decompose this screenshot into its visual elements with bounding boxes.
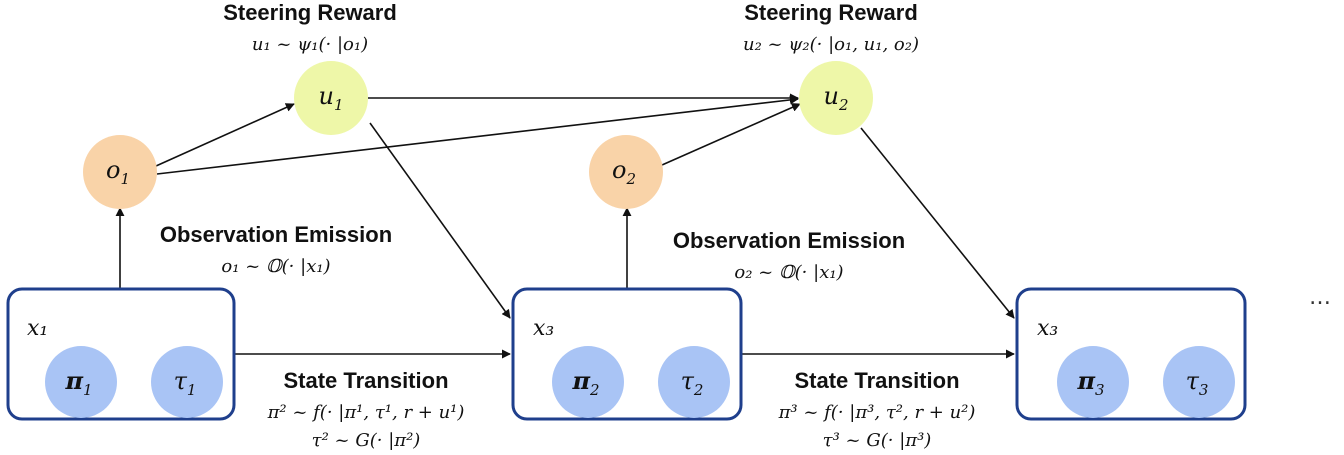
observation-node-1: o1 <box>83 135 157 209</box>
transition-1-title: State Transition <box>283 368 448 393</box>
tau-node-1-circle <box>151 346 223 418</box>
tau-node-3-circle <box>1163 346 1235 418</box>
transition-2-formula-tau: τ³ ~ G(· |π³) <box>823 430 932 451</box>
reward-node-1: u1 <box>294 61 368 135</box>
tau-node-1-label: τ1 <box>174 367 197 399</box>
state-box-2-label: x₃ <box>533 316 554 341</box>
tau-node-2-label: τ2 <box>681 367 704 399</box>
edge-o2-to-u2 <box>661 103 801 166</box>
state-box-3-label: x₃ <box>1037 316 1058 341</box>
observation-node-1-circle <box>83 135 157 209</box>
transition-2-title: State Transition <box>794 368 959 393</box>
observation-node-1-label: o1 <box>106 156 130 188</box>
reward-node-2-circle <box>799 61 873 135</box>
reward-node-2: u2 <box>799 61 873 135</box>
reward-2-formula: u₂ ~ ψ₂(· |o₁, u₁, o₂) <box>743 34 919 55</box>
transition-1-formula-pi: π² ~ f(· |π¹, τ¹, r + u¹) <box>267 402 465 423</box>
observation-node-2-label: o2 <box>612 156 636 188</box>
reward-node-1-label: u1 <box>318 82 343 114</box>
reward-1-formula: u₁ ~ ψ₁(· |o₁) <box>252 34 368 55</box>
reward-1-title: Steering Reward <box>223 0 397 25</box>
reward-2-title: Steering Reward <box>744 0 918 25</box>
state-box-1-label: x₁ <box>27 316 48 341</box>
policy-node-3-label: π3 <box>1076 366 1104 399</box>
edge-u2-to-x3b <box>860 127 1015 319</box>
policy-node-2-label: π2 <box>571 366 599 399</box>
policy-node-2-circle <box>552 346 624 418</box>
edge-o1-to-u2 <box>156 95 799 175</box>
state-box-2: x₃ π2 τ2 <box>511 287 743 421</box>
observation-1-title: Observation Emission <box>160 222 392 247</box>
observation-2-formula: o₂ ~ 𝕆(· |x₁) <box>734 262 843 283</box>
edge-u1-to-x3 <box>369 122 511 319</box>
tau-node-2-circle <box>658 346 730 418</box>
observation-node-2: o2 <box>589 135 663 209</box>
reward-node-2-label: u2 <box>823 82 848 114</box>
policy-node-1-circle <box>45 346 117 418</box>
observation-2-title: Observation Emission <box>673 228 905 253</box>
edge-o1-to-u1 <box>155 103 295 167</box>
policy-node-1-label: π1 <box>64 366 92 399</box>
observation-node-2-circle <box>589 135 663 209</box>
reward-node-1-circle <box>294 61 368 135</box>
transition-2-formula-pi: π³ ~ f(· |π³, τ², r + u²) <box>778 402 976 423</box>
state-box-3: x₃ π3 τ3 <box>1015 287 1247 421</box>
observation-1-formula: o₁ ~ 𝕆(· |x₁) <box>221 256 330 277</box>
state-box-1: x₁ π1 τ1 <box>6 287 236 421</box>
policy-node-3-circle <box>1057 346 1129 418</box>
continuation-ellipsis: … <box>1309 285 1331 310</box>
tau-node-3-label: τ3 <box>1186 367 1209 399</box>
transition-1-formula-tau: τ² ~ G(· |π²) <box>312 430 421 451</box>
